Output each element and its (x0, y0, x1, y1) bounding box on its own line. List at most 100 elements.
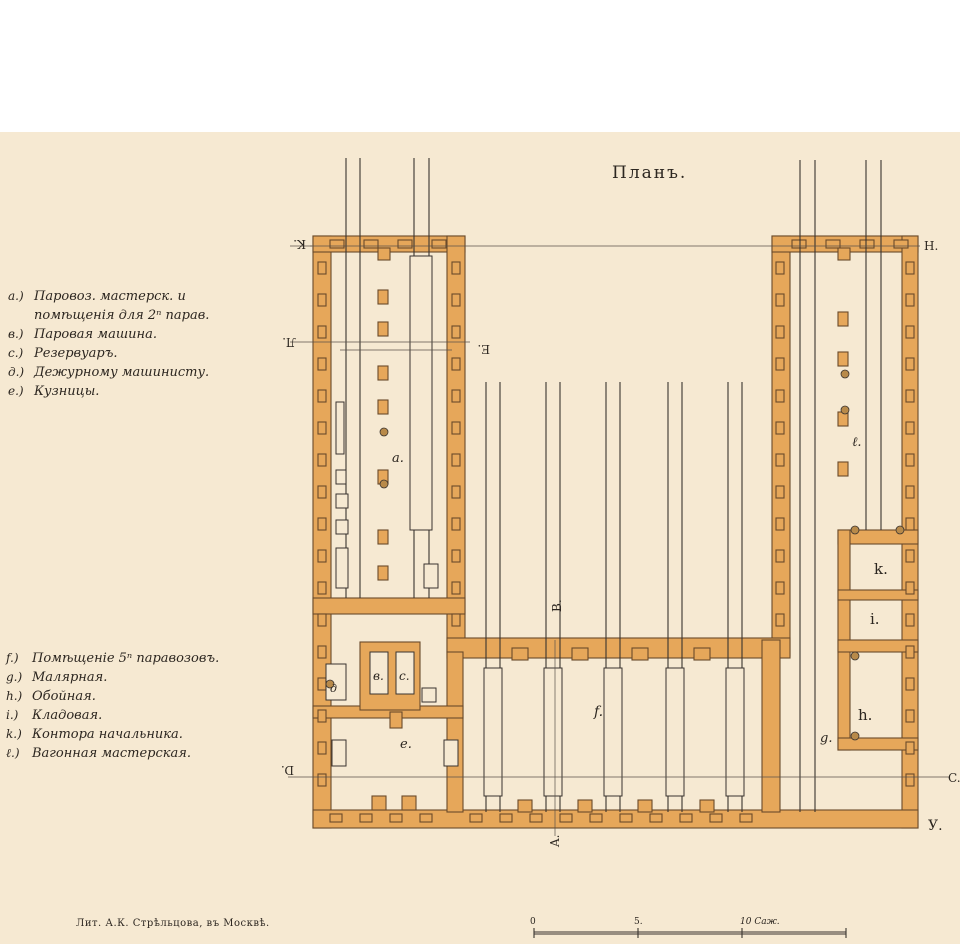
wall-pier (775, 453, 785, 467)
mark-y: У. (928, 818, 943, 834)
wall-pier (419, 813, 433, 823)
wall-pier (451, 261, 461, 275)
legend-entry: Контора начальника. (31, 727, 183, 742)
room-i-label: i. (870, 610, 880, 628)
printer-imprint: Лит. А.К. Стрѣльцова, въ Москвѣ. (76, 918, 270, 929)
wall-pier (905, 677, 915, 691)
wall-pier (451, 485, 461, 499)
mark-c: C. (948, 771, 960, 785)
wall-pier (451, 325, 461, 339)
wall-pier (791, 239, 807, 249)
wall-pier (451, 453, 461, 467)
wall-pier (739, 813, 753, 823)
mark-k: K. (293, 237, 306, 251)
wall-pier (905, 389, 915, 403)
wall-pier (389, 813, 403, 823)
wall-pier (893, 239, 909, 249)
legend-entry: Кладовая. (31, 708, 102, 723)
room-l-label: ℓ. (852, 435, 862, 450)
wall-pier (451, 613, 461, 627)
wall-pier (559, 813, 573, 823)
left-wing-west-wall (312, 235, 332, 829)
legend-entry: Вагонная мастерская. (31, 746, 191, 761)
wall-pier (317, 485, 327, 499)
engine-room (325, 641, 437, 711)
wall-pier (317, 389, 327, 403)
wall-pier (317, 325, 327, 339)
wall-pier (469, 813, 483, 823)
wall-pier (451, 517, 461, 531)
wall-pier (775, 357, 785, 371)
wall-pier (359, 813, 373, 823)
wall-pier (905, 421, 915, 435)
legend-key: e.) (8, 384, 24, 398)
legend-entry: Кузницы. (33, 384, 99, 399)
wall-pier (529, 813, 543, 823)
legend-entry: Паровоз. мастерск. и (33, 289, 186, 304)
room-b-label: в. (373, 669, 384, 683)
section-lines (288, 245, 950, 836)
legend-key: a.) (8, 289, 24, 303)
room-e-label: e. (400, 737, 412, 752)
central-east-wall (761, 639, 781, 813)
room-h-label: h. (858, 706, 872, 724)
wall-pier (619, 813, 633, 823)
legend-entry: Малярная. (31, 670, 107, 685)
south-wall (312, 809, 919, 829)
wall-pier (905, 453, 915, 467)
mark-b: B. (550, 599, 564, 612)
legend-entry: Дежурному машинисту. (33, 365, 209, 380)
scale-tick-0: 0 (530, 917, 536, 927)
wall-pier (589, 813, 603, 823)
wall-pier (775, 421, 785, 435)
wall-pier (709, 813, 723, 823)
wall-pier (317, 261, 327, 275)
wall-pier (775, 485, 785, 499)
wall-pier (451, 549, 461, 563)
wall-pier (649, 813, 663, 823)
wall-pier (317, 613, 327, 627)
wall-pier (905, 261, 915, 275)
mark-h: H. (924, 239, 938, 253)
room-g-label: g. (820, 731, 832, 746)
wall-pier (397, 239, 413, 249)
legend-key: h.) (6, 689, 23, 703)
mark-l: Л. (282, 335, 296, 349)
wall-pier (451, 581, 461, 595)
wall-pier (317, 741, 327, 755)
wall-pier (317, 517, 327, 531)
wall-pier (775, 613, 785, 627)
legend-entry: Обойная. (32, 689, 96, 704)
scale-bar: 0 5. 10 Саж. (530, 917, 847, 938)
legend-key: c.) (8, 346, 24, 360)
workbenches (331, 469, 459, 767)
legend-lower: f.)Помѣщеніе 5ⁿ паравозовъ.g.)Малярная.h… (5, 651, 219, 761)
upholstery-south-wall (837, 737, 919, 751)
section-marks: K. H. Л. E. B. D. C. A. У. (281, 237, 960, 848)
wall-pier (775, 325, 785, 339)
wall-pier (825, 239, 841, 249)
wall-pier (451, 357, 461, 371)
wall-pier (905, 581, 915, 595)
legend-entry: Паровая машина. (33, 327, 157, 342)
legend-key: k.) (6, 727, 22, 741)
wall-pier (905, 709, 915, 723)
mark-a: A. (548, 835, 562, 848)
wall-pier (775, 293, 785, 307)
mark-e: E. (477, 342, 490, 356)
upholstery-north-wall (837, 639, 919, 653)
wall-pier (451, 293, 461, 307)
wall-pier (775, 261, 785, 275)
plan-title: Планъ. (612, 163, 687, 183)
wall-pier (775, 389, 785, 403)
legend-entry: Помѣщеніе 5ⁿ паравозовъ. (31, 651, 219, 666)
scale-tick-5: 5. (634, 917, 643, 927)
interior-columns (371, 247, 851, 813)
wall-pier (775, 517, 785, 531)
wall-pier (775, 549, 785, 563)
wall-pier (905, 613, 915, 627)
legend-key: g.) (6, 670, 22, 684)
wall-pier (905, 293, 915, 307)
central-west-wall (446, 651, 464, 813)
legend-key: д.) (8, 365, 24, 379)
